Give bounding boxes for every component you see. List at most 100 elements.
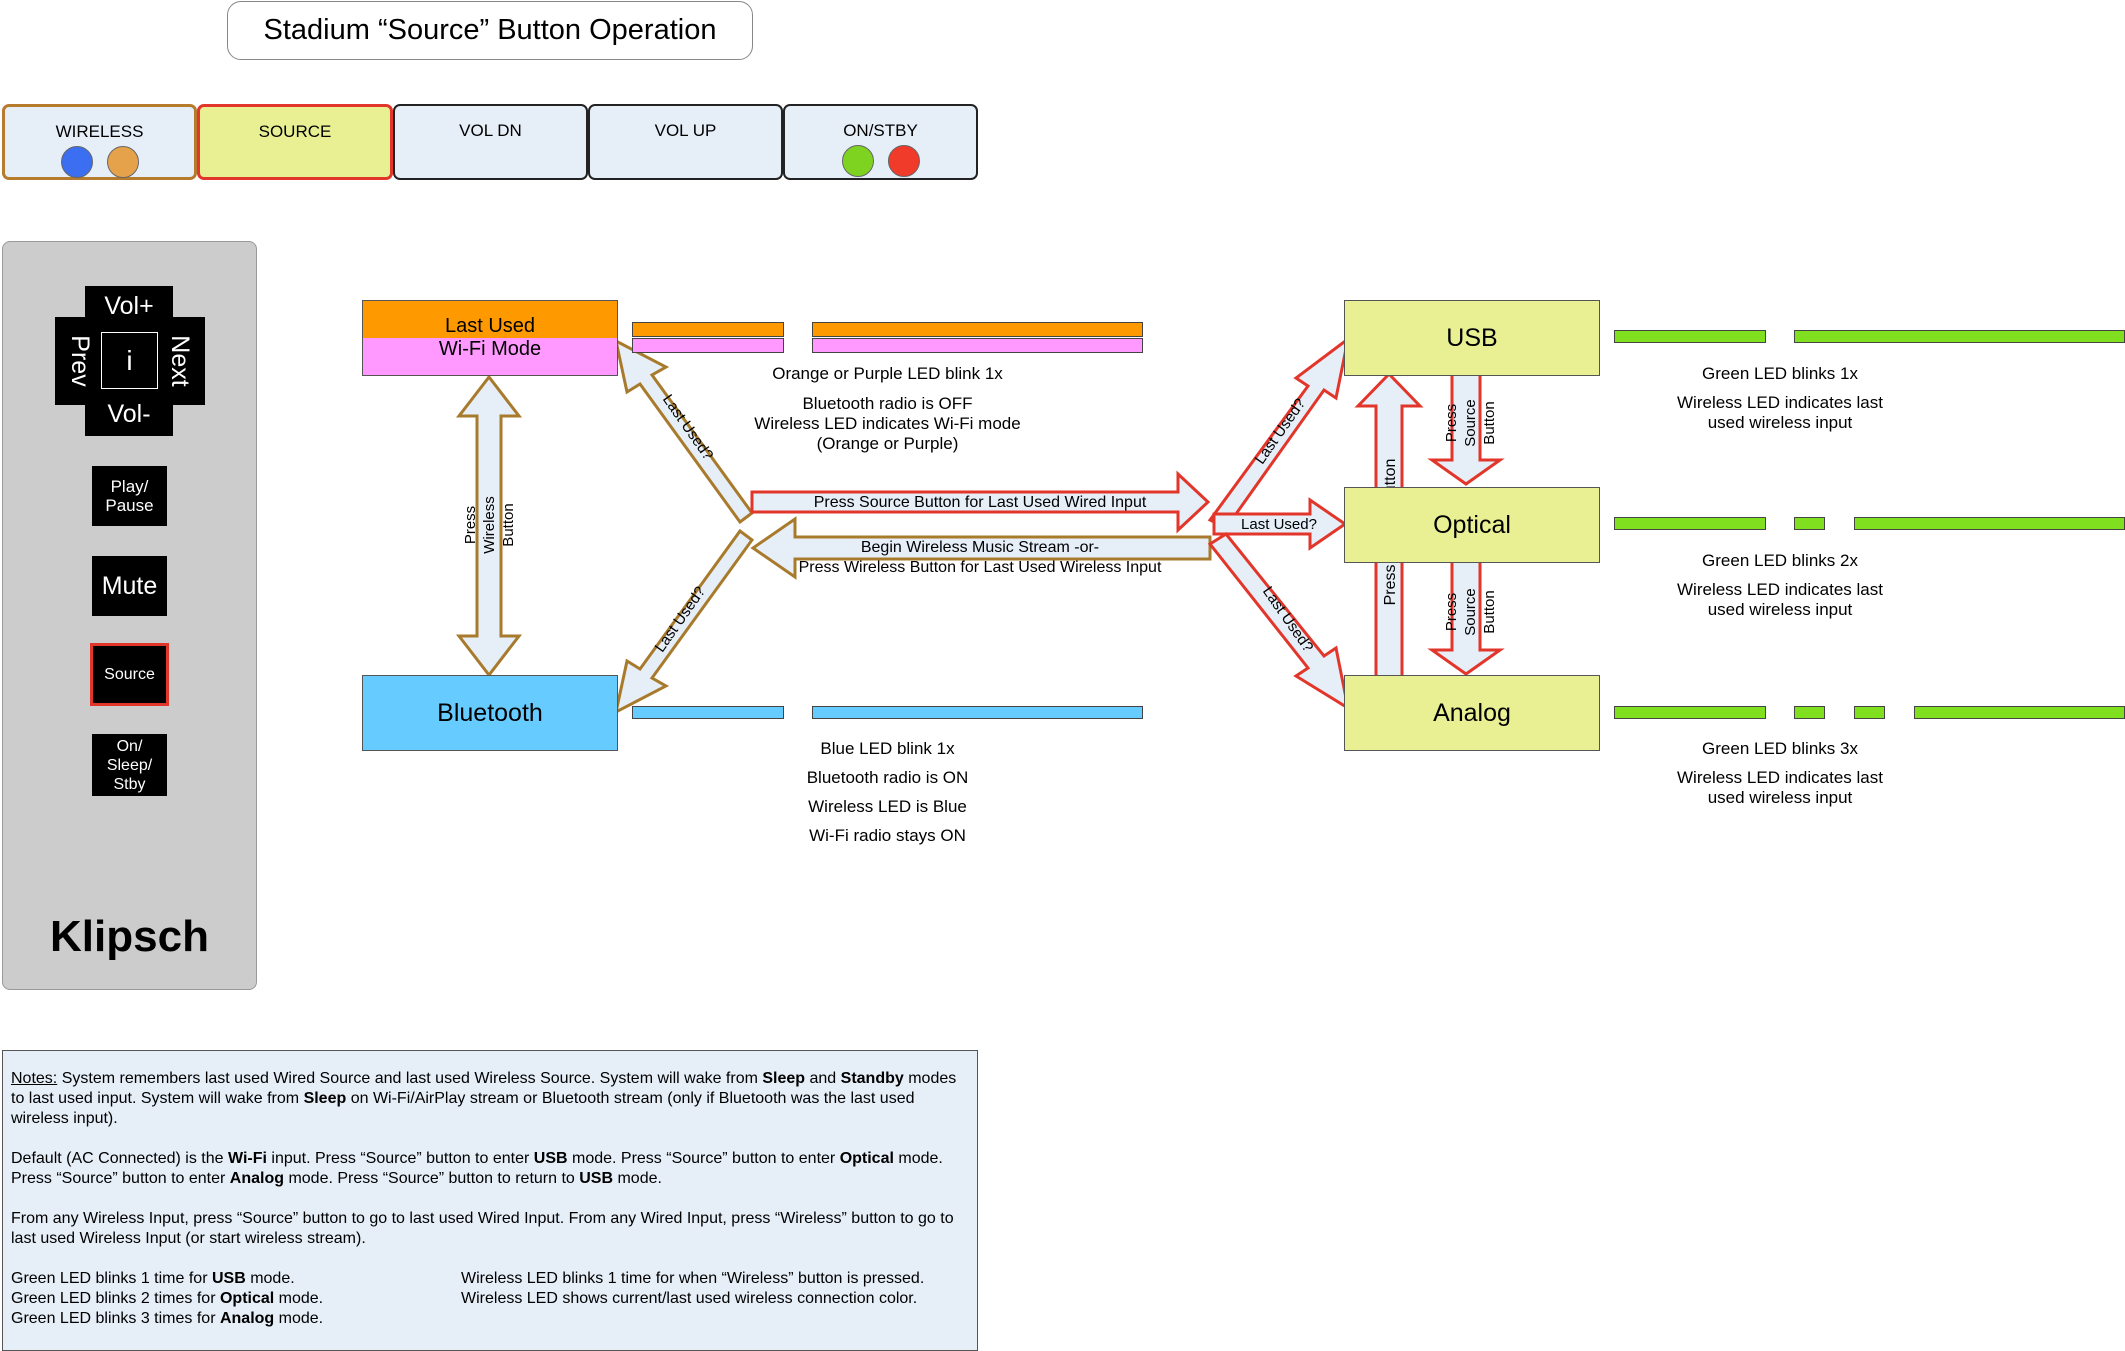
blue-led-icon xyxy=(60,146,93,178)
mute-button[interactable]: Mute xyxy=(92,556,167,616)
notes-green-2: Green LED blinks 2 times for Optical mod… xyxy=(11,1289,461,1309)
usb-optical-label-1: Press xyxy=(1443,404,1460,442)
notes-green-1: Green LED blinks 1 time for USB mode. xyxy=(11,1269,461,1289)
brand-logo: Klipsch xyxy=(50,912,209,961)
last-used-bt-label: Last Used? xyxy=(652,583,709,655)
optical-analog-label-1: Press xyxy=(1443,593,1460,631)
bluetooth-state-box: Bluetooth xyxy=(362,675,618,751)
analog-state-box: Analog xyxy=(1344,675,1600,751)
bt-desc-1: Blue LED blink 1x xyxy=(820,739,955,758)
notes-bold: Sleep xyxy=(303,1090,347,1107)
notes-led-summary: Green LED blinks 1 time for USB mode. Gr… xyxy=(11,1269,969,1329)
optical-analog-label-2: Source xyxy=(1462,588,1479,636)
wifi-led-steady xyxy=(812,322,1143,353)
wifi-state-box: Last Used Wi-Fi Mode xyxy=(362,300,618,376)
last-used-wifi-arrow xyxy=(613,338,755,525)
optical-desc-1: Green LED blinks 2x xyxy=(1702,551,1858,570)
vol-up-button-label: VOL UP xyxy=(654,121,717,140)
play-pause-label-2: Pause xyxy=(105,496,154,515)
begin-wireless-label-1: Begin Wireless Music Stream -or- xyxy=(861,539,1099,556)
source-button-label: SOURCE xyxy=(258,122,332,141)
vol-dn-button-label: VOL DN xyxy=(459,121,522,140)
vol-up-button[interactable]: VOL UP xyxy=(588,104,783,180)
wifi-orange-bar xyxy=(632,322,784,337)
optical-led-blink-2 xyxy=(1794,517,1825,530)
usb-desc-1: Green LED blinks 1x xyxy=(1702,364,1858,383)
last-used-usb-label: Last Used? xyxy=(1252,395,1309,467)
notes-bold: USB xyxy=(211,1270,246,1287)
usb-description: Green LED blinks 1x Wireless LED indicat… xyxy=(1640,364,1920,433)
notes-text: modes to last used input. System will wa… xyxy=(11,1070,957,1107)
power-label-3: Stby xyxy=(113,775,146,793)
wifi-desc-3: Wireless LED indicates Wi-Fi mode xyxy=(754,414,1021,433)
notes-bold: Sleep xyxy=(762,1070,806,1087)
on-stby-button[interactable]: ON/STBY xyxy=(783,104,978,180)
source-button[interactable]: SOURCE xyxy=(197,104,393,180)
press-wireless-label-1: Press xyxy=(462,506,479,544)
analog-led-blink-1 xyxy=(1614,706,1766,719)
vol-dn-button[interactable]: VOL DN xyxy=(393,104,588,180)
last-used-label: Last Used xyxy=(363,301,617,338)
notes-text: Green LED blinks 1 time for xyxy=(11,1270,212,1287)
bt-led-steady xyxy=(812,706,1143,719)
wifi-desc-1: Orange or Purple LED blink 1x xyxy=(772,364,1003,383)
analog-led-steady xyxy=(1914,706,2125,719)
info-button[interactable]: i xyxy=(101,332,158,389)
optical-desc-2: Wireless LED indicates last xyxy=(1677,580,1883,599)
green-led-icon xyxy=(841,145,874,177)
power-button[interactable]: On/ Sleep/ Stby xyxy=(92,734,167,796)
vol-plus-button[interactable]: Vol+ xyxy=(104,291,154,320)
notes-bold: Optical xyxy=(839,1150,894,1167)
optical-led-blink-1 xyxy=(1614,517,1766,530)
wifi-orange-bar-long xyxy=(812,322,1143,337)
analog-desc-1: Green LED blinks 3x xyxy=(1702,739,1858,758)
begin-wireless-arrow xyxy=(750,516,1212,580)
optical-analog-label-3: Button xyxy=(1481,590,1498,633)
notes-bold: Analog xyxy=(229,1170,284,1187)
vol-minus-button[interactable]: Vol- xyxy=(107,399,151,428)
begin-wireless-label-2: Press Wireless Button for Last Used Wire… xyxy=(799,559,1162,576)
wireless-button-label: WIRELESS xyxy=(55,122,144,141)
usb-desc-3: used wireless input xyxy=(1707,413,1853,432)
last-used-optical-arrow xyxy=(1212,497,1348,551)
usb-optical-label-3: Button xyxy=(1481,401,1498,444)
notes-text: Green LED blinks 3 times for xyxy=(11,1310,220,1327)
remote-source-button[interactable]: Source xyxy=(90,643,169,706)
bt-led-blink-1 xyxy=(632,706,784,719)
usb-led-blink-1 xyxy=(1614,330,1766,343)
optical-state-box: Optical xyxy=(1344,487,1600,563)
notes-text: mode. xyxy=(274,1310,324,1327)
bt-description: Blue LED blink 1x Bluetooth radio is ON … xyxy=(740,739,1035,846)
notes-text: mode. xyxy=(274,1290,324,1307)
last-used-usb-arrow xyxy=(1207,335,1351,530)
notes-bold: Standby xyxy=(840,1070,904,1087)
notes-text: mode. xyxy=(613,1170,662,1187)
optical-to-analog-arrow xyxy=(1427,546,1505,676)
notes-paragraph-3: From any Wireless Input, press “Source” … xyxy=(11,1210,954,1247)
notes-bold: Wi-Fi xyxy=(228,1150,267,1167)
notes-bold: Optical xyxy=(219,1290,275,1307)
press-source-wired-label: Press Source Button for Last Used Wired … xyxy=(814,494,1147,511)
optical-description: Green LED blinks 2x Wireless LED indicat… xyxy=(1640,551,1920,620)
notes-bold: Analog xyxy=(219,1310,275,1327)
bt-desc-4: Wi-Fi radio stays ON xyxy=(809,826,966,845)
power-label-2: Sleep/ xyxy=(106,756,153,774)
analog-desc-2: Wireless LED indicates last xyxy=(1677,768,1883,787)
notes-text: Default (AC Connected) is the xyxy=(11,1150,228,1167)
wifi-led-blink-1 xyxy=(632,322,784,353)
wifi-purple-bar xyxy=(632,338,784,353)
usb-state-box: USB xyxy=(1344,300,1600,376)
usb-optical-label-2: Source xyxy=(1462,399,1479,447)
analog-desc-3: used wireless input xyxy=(1707,788,1853,807)
press-wireless-label-2: Wireless xyxy=(481,496,498,554)
notes-text: mode. Press “Source” button to return to xyxy=(284,1170,580,1187)
usb-desc-2: Wireless LED indicates last xyxy=(1677,393,1883,412)
play-pause-button[interactable]: Play/ Pause xyxy=(92,466,167,526)
notes-panel: Notes: System remembers last used Wired … xyxy=(2,1050,978,1351)
wifi-desc-2: Bluetooth radio is OFF xyxy=(802,394,973,413)
notes-text: mode. Press “Source” button to enter xyxy=(567,1150,840,1167)
wifi-description: Orange or Purple LED blink 1x Bluetooth … xyxy=(740,364,1035,454)
notes-text: input. Press “Source” button to enter xyxy=(266,1150,534,1167)
wireless-button[interactable]: WIRELESS xyxy=(2,104,197,180)
